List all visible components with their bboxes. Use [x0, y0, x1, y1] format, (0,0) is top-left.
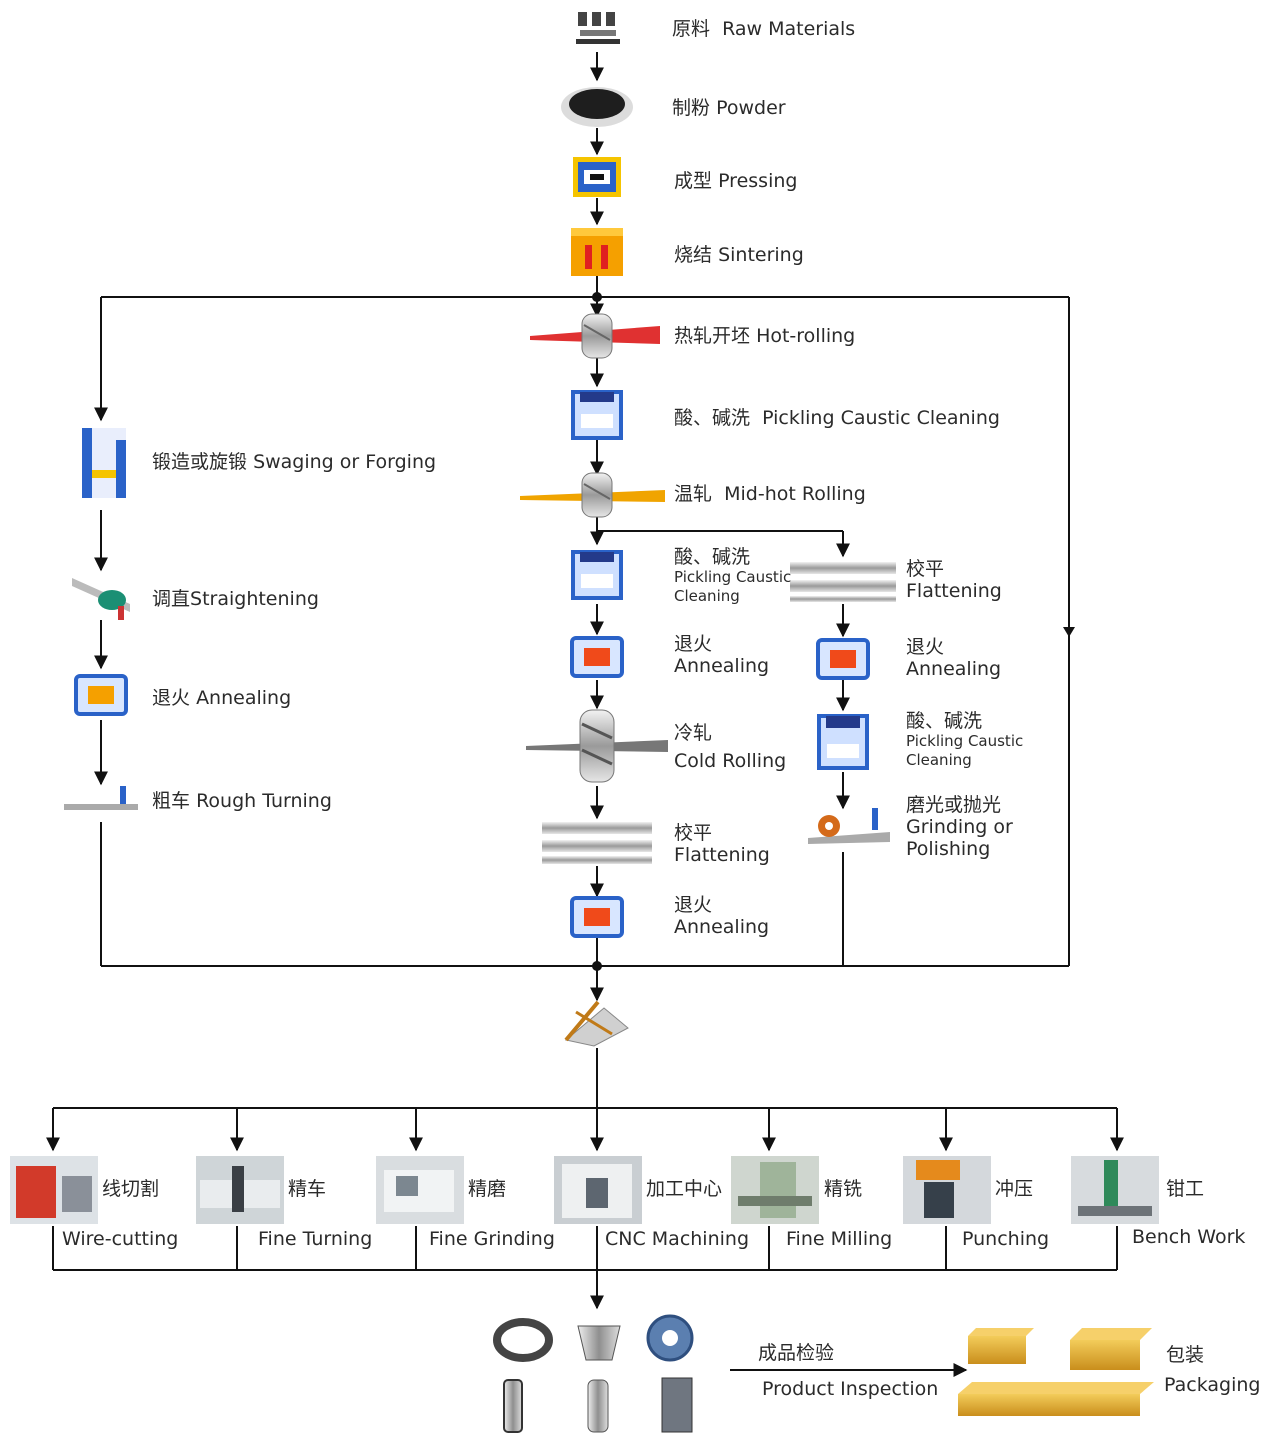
annealing-furnace-icon-mid-2 [570, 896, 624, 938]
machine-photo-fine-grinding [376, 1156, 464, 1224]
flow-connectors [46, 52, 1124, 1377]
measuring-tools-icon [564, 1000, 629, 1047]
product-inspection-label: Product Inspection [762, 1378, 939, 1400]
packaging-zh-label: 包装 [1166, 1344, 1205, 1366]
junction-bottom [592, 961, 602, 971]
sintering-label: 烧结 Sintering [674, 244, 804, 266]
pickling-tank-icon-1 [571, 390, 623, 440]
machining-en-label-0: Wire-cutting [62, 1228, 179, 1250]
machine-photo-cnc-machining [554, 1156, 642, 1224]
machining-en-label-1: Fine Turning [258, 1228, 373, 1250]
flattening-icon-right [790, 562, 896, 602]
rough-turning-label: 粗车 Rough Turning [152, 790, 332, 812]
mid-hot-rolling-icon [520, 472, 665, 518]
raw-materials-label: 原料 Raw Materials [672, 18, 856, 40]
pickling-caustic-label-2: 酸、碱洗 Pickling Caustic Cleaning [674, 546, 792, 605]
packaging-crates-icon [958, 1328, 1154, 1416]
machine-photo-punching [903, 1156, 991, 1224]
machine-photo-fine-milling [731, 1156, 819, 1224]
finished-parts-icon [493, 1314, 694, 1433]
flattening-mid-label: 校平 Flattening [674, 822, 770, 866]
machining-zh-label-1: 精车 [288, 1178, 327, 1200]
annealing-mid-1-label: 退火 Annealing [674, 633, 770, 677]
machining-en-label-4: Fine Milling [786, 1228, 893, 1250]
grinding-wheel-icon [808, 808, 890, 844]
hot-rolling-label: 热轧开坯 Hot-rolling [674, 325, 856, 347]
pickling-caustic-label-1: 酸、碱洗 Pickling Caustic Cleaning [674, 407, 1000, 429]
pressing-label: 成型 Pressing [674, 170, 798, 192]
straightening-label: 调直Straightening [152, 588, 319, 610]
pickling-tank-icon-3 [817, 714, 869, 770]
annealing-furnace-icon-left [74, 674, 128, 716]
swaging-forging-icon [82, 428, 126, 498]
flattening-icon-mid [542, 822, 652, 864]
hot-rolling-icon [530, 313, 660, 359]
pickling-tank-icon-2 [571, 550, 623, 600]
machine-photo-fine-turning [196, 1156, 284, 1224]
cold-rolling-label: 冷轧 Cold Rolling [674, 722, 787, 772]
annealing-furnace-icon-right [816, 638, 870, 680]
mid-hot-rolling-label: 温轧 Mid-hot Rolling [674, 483, 866, 505]
machining-zh-label-6: 钳工 [1166, 1178, 1205, 1200]
pickling-caustic-label-3: 酸、碱洗 Pickling Caustic Cleaning [906, 710, 1024, 769]
powder-label: 制粉 Powder [672, 97, 786, 119]
straightening-icon [72, 578, 130, 620]
cold-rolling-icon [526, 709, 668, 783]
packaging-label: Packaging [1164, 1374, 1261, 1396]
swaging-forging-label: 锻造或旋锻 Swaging or Forging [152, 451, 437, 473]
pressing-icon [573, 157, 621, 197]
annealing-left-label: 退火 Annealing [152, 687, 292, 709]
sintering-icon [571, 228, 623, 276]
grinding-polishing-label: 磨光或抛光 Grinding or Polishing [906, 794, 1013, 860]
raw-materials-icon [576, 12, 620, 44]
machining-en-label-2: Fine Grinding [429, 1228, 555, 1250]
machining-en-label-3: CNC Machining [605, 1228, 750, 1250]
machining-zh-label-0: 线切割 [102, 1178, 160, 1200]
annealing-furnace-icon-mid-1 [570, 636, 624, 678]
machining-en-label-5: Punching [962, 1228, 1050, 1250]
rough-turning-icon [64, 786, 138, 810]
machining-zh-label-2: 精磨 [468, 1178, 507, 1200]
powder-icon [561, 87, 633, 127]
machining-zh-label-5: 冲压 [995, 1178, 1034, 1200]
machine-photo-wire-cutting [10, 1156, 98, 1224]
machining-en-label-6: Bench Work [1132, 1226, 1246, 1248]
junction-top [592, 292, 602, 302]
machining-zh-label-3: 加工中心 [646, 1178, 723, 1200]
machine-photo-bench-work [1071, 1156, 1159, 1224]
product-inspection-zh-label: 成品检验 [758, 1342, 835, 1364]
annealing-right-label: 退火 Annealing [906, 636, 1002, 680]
annealing-mid-2-label: 退火 Annealing [674, 894, 770, 938]
flattening-right-label: 校平 Flattening [906, 558, 1002, 602]
machining-zh-label-4: 精铣 [824, 1178, 863, 1200]
